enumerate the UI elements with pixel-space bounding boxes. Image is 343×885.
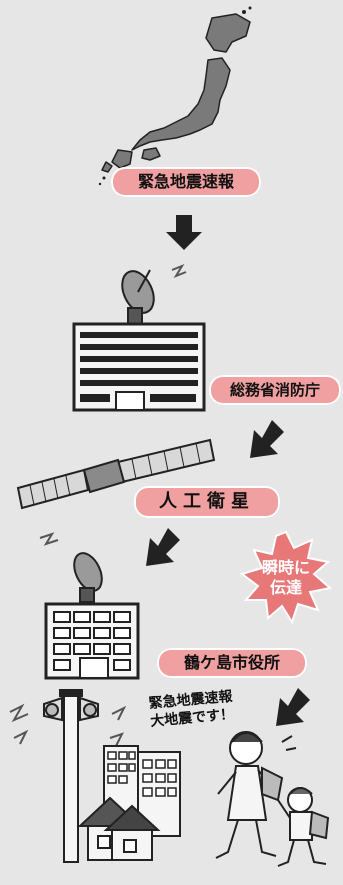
arrow-down-left-icon (146, 528, 180, 566)
japan-islands-icon (98, 6, 252, 186)
instant-transmission-text: 瞬時に 伝達 (243, 558, 329, 598)
satellite-dish-icon (73, 552, 103, 603)
arrow-down-left-icon (276, 688, 310, 726)
family-icon (215, 731, 330, 867)
fire-agency-label: 総務省消防庁 (209, 375, 341, 405)
japan-map-icon (101, 13, 251, 173)
building-icon (72, 322, 206, 412)
town-buildings-icon (103, 745, 181, 837)
signal-wave-icon (171, 263, 187, 279)
house-icon (77, 796, 161, 861)
burst-line-2: 伝達 (269, 578, 302, 597)
satellite-icon (16, 438, 216, 510)
satellite-label: 人工衛星 (134, 486, 280, 518)
jma-label: 緊急地震速報 (111, 167, 261, 197)
burst-line-1: 瞬時に (261, 558, 310, 577)
sound-wave-icon (9, 703, 127, 747)
arrow-down-icon (166, 215, 202, 250)
signal-wave-icon (39, 532, 59, 546)
arrow-down-left-icon (250, 420, 284, 458)
city-hall-building-icon (44, 602, 140, 680)
satellite-dish-icon (121, 269, 155, 325)
loudspeaker-icon (43, 689, 99, 863)
alert-burst-shape (239, 530, 333, 625)
city-hall-label: 鶴ケ島市役所 (157, 648, 307, 678)
